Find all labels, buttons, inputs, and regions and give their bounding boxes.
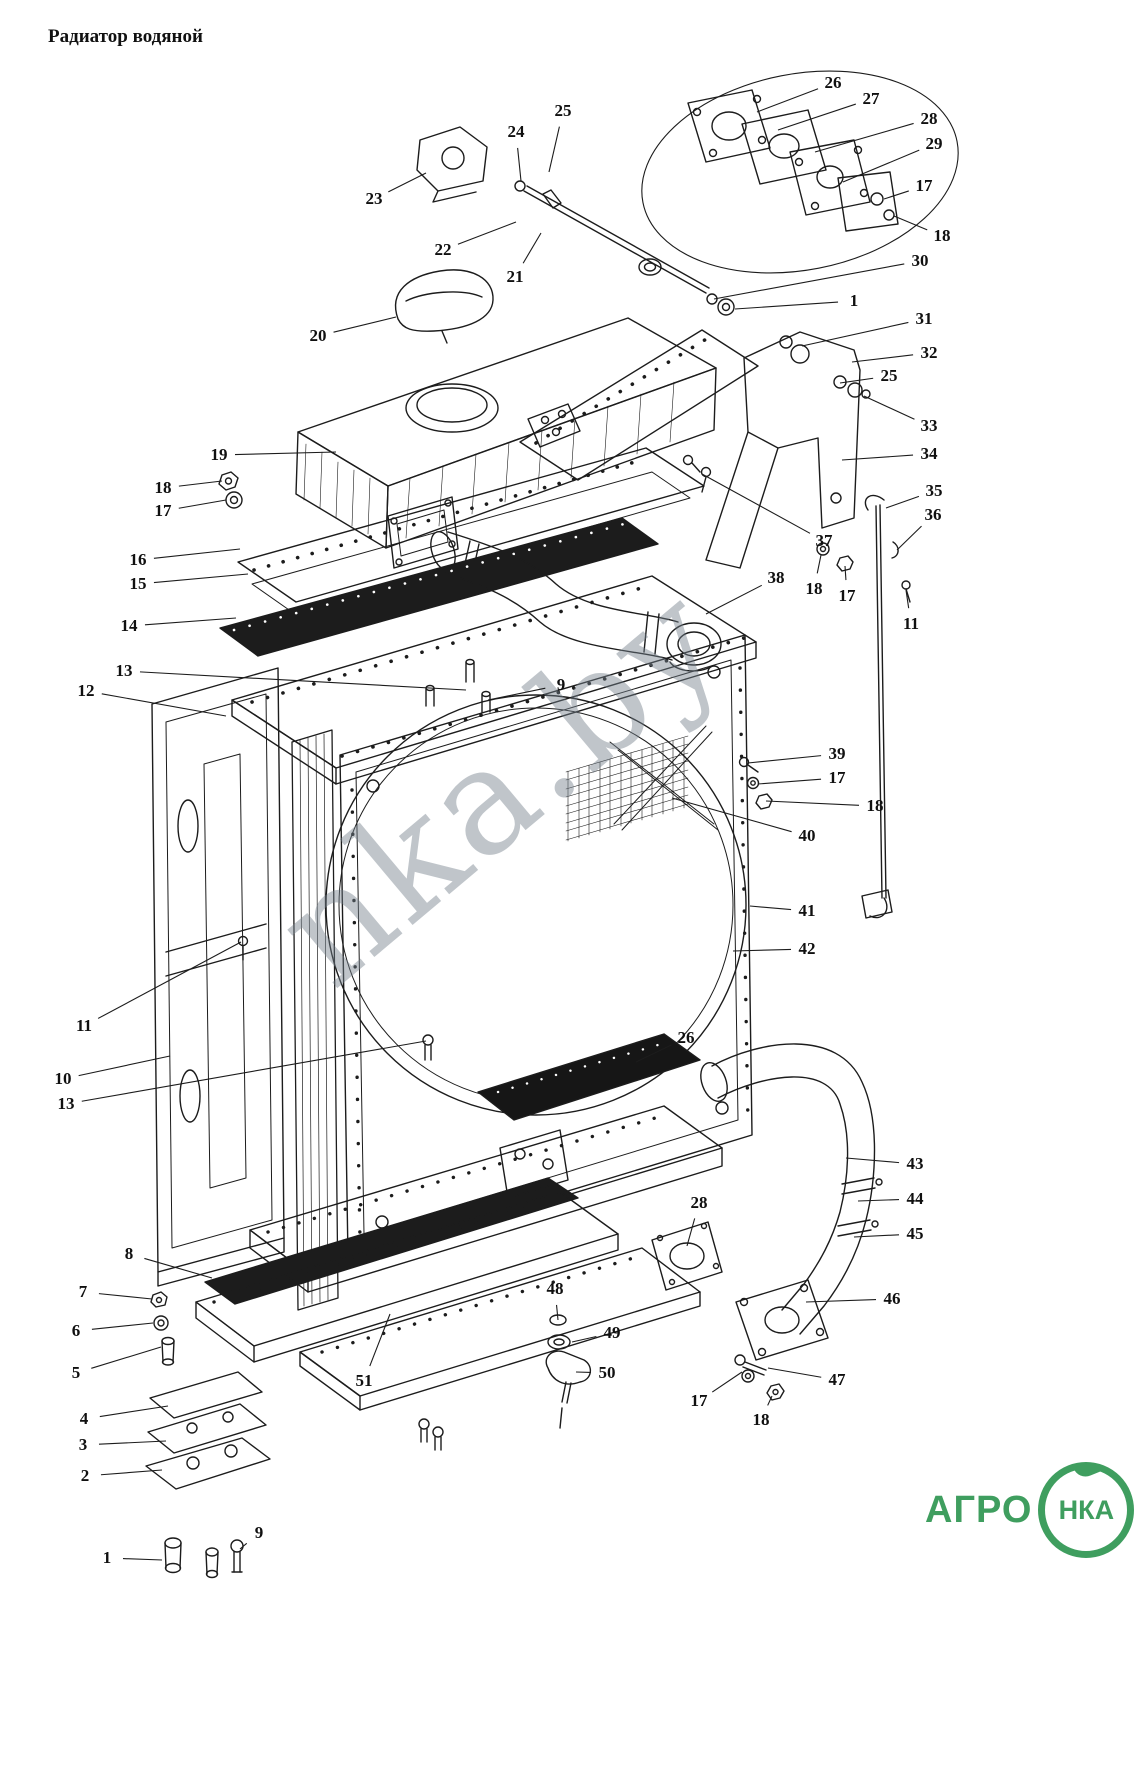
fastener-18-17-right — [816, 542, 854, 572]
frame-cross-brace — [609, 725, 719, 831]
fastener-39-row — [738, 756, 773, 810]
logo-text-nka: НКА — [1058, 1494, 1115, 1525]
mesh-screen — [565, 735, 689, 842]
detail-oval — [641, 70, 959, 274]
drain-valve — [545, 1314, 591, 1429]
filler-cap — [394, 269, 494, 344]
radiator-core-edge — [291, 729, 339, 1311]
top-tank — [295, 317, 717, 549]
right-support-bracket — [682, 331, 871, 569]
mounting-plates-detail — [687, 89, 899, 232]
upper-frame-plate — [519, 329, 759, 481]
support-bracket — [416, 126, 488, 203]
logo-circle: НКА — [1038, 1458, 1135, 1558]
mount-stack — [145, 1291, 271, 1579]
fastener-18-17-left — [218, 471, 243, 509]
outlet-flange — [387, 496, 459, 569]
center-bracket — [499, 1129, 569, 1199]
bolt-47-set — [734, 1354, 785, 1401]
upper-hose — [430, 530, 722, 672]
page-title: Радиатор водяной — [48, 26, 203, 47]
support-rod — [861, 494, 911, 919]
fan-shroud — [325, 634, 753, 1259]
bottom-tank — [195, 1105, 723, 1451]
overflow-tube — [514, 180, 735, 316]
bolt-13 — [422, 1034, 434, 1061]
lower-hose — [700, 1043, 883, 1361]
left-side-frame — [151, 667, 285, 1287]
inlet-gasket — [651, 1221, 723, 1291]
agronka-logo: АГРО НКА — [925, 1458, 1135, 1558]
logo-text-agro: АГРО — [925, 1488, 1033, 1531]
logo-leaf-icon — [1073, 1458, 1103, 1481]
gasket-top — [219, 517, 659, 657]
